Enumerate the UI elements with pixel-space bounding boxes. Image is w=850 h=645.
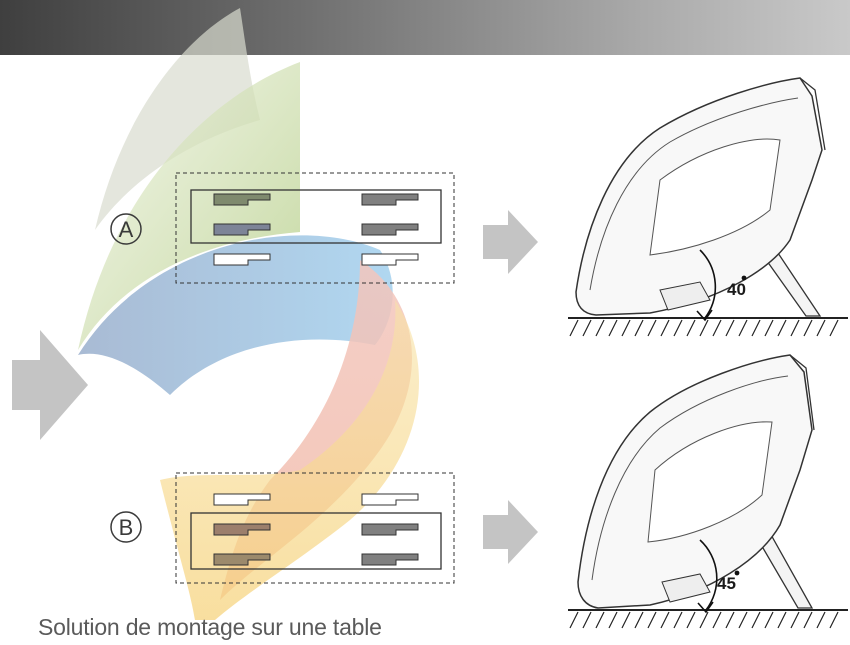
option-a-dashed-frame <box>175 172 455 284</box>
slot-b5 <box>361 523 419 536</box>
slot-a4 <box>361 193 419 206</box>
ground-hatching-b <box>569 611 839 629</box>
option-a-letter: A <box>119 217 134 242</box>
slot-a1 <box>213 193 271 206</box>
angle-b-label: 45 <box>717 574 736 593</box>
option-b-active-frame <box>190 512 442 570</box>
swoosh-green <box>78 62 300 350</box>
slot-b4 <box>361 493 419 506</box>
slot-b1 <box>213 493 271 506</box>
angle-a-label: 40 <box>727 280 746 299</box>
caption-text: Solution de montage sur une table <box>38 614 382 640</box>
angle-arc-icon <box>699 539 718 611</box>
slot-a3 <box>213 253 271 266</box>
swoosh-grey <box>95 8 260 230</box>
option-b-letter: B <box>119 515 134 540</box>
angle-arc-icon <box>699 249 717 319</box>
slot-b2 <box>213 523 271 536</box>
degree-dot-a <box>741 275 747 281</box>
option-a-circle <box>110 213 142 245</box>
slot-b6 <box>361 553 419 566</box>
option-b-circle <box>110 511 142 543</box>
option-a-group: A <box>110 172 455 284</box>
decorative-swoosh <box>78 8 420 620</box>
large-arrow-icon <box>12 330 88 440</box>
degree-dot-b <box>734 570 740 576</box>
option-a-active-frame <box>190 189 442 244</box>
phone-b-illustration: 45 <box>568 354 848 629</box>
small-arrow-icon <box>483 210 538 274</box>
slot-a2 <box>213 223 271 236</box>
swoosh-yellow <box>160 300 420 620</box>
small-arrow-icon <box>483 500 538 564</box>
slot-b3 <box>213 553 271 566</box>
slot-a6 <box>361 253 419 266</box>
swoosh-blue <box>78 235 393 395</box>
option-b-dashed-frame <box>175 472 455 584</box>
header-bar <box>0 0 850 55</box>
ground-hatching-a <box>569 319 839 337</box>
phone-a-illustration: 40 <box>568 77 848 337</box>
option-b-group: B <box>110 472 455 584</box>
slot-a5 <box>361 223 419 236</box>
